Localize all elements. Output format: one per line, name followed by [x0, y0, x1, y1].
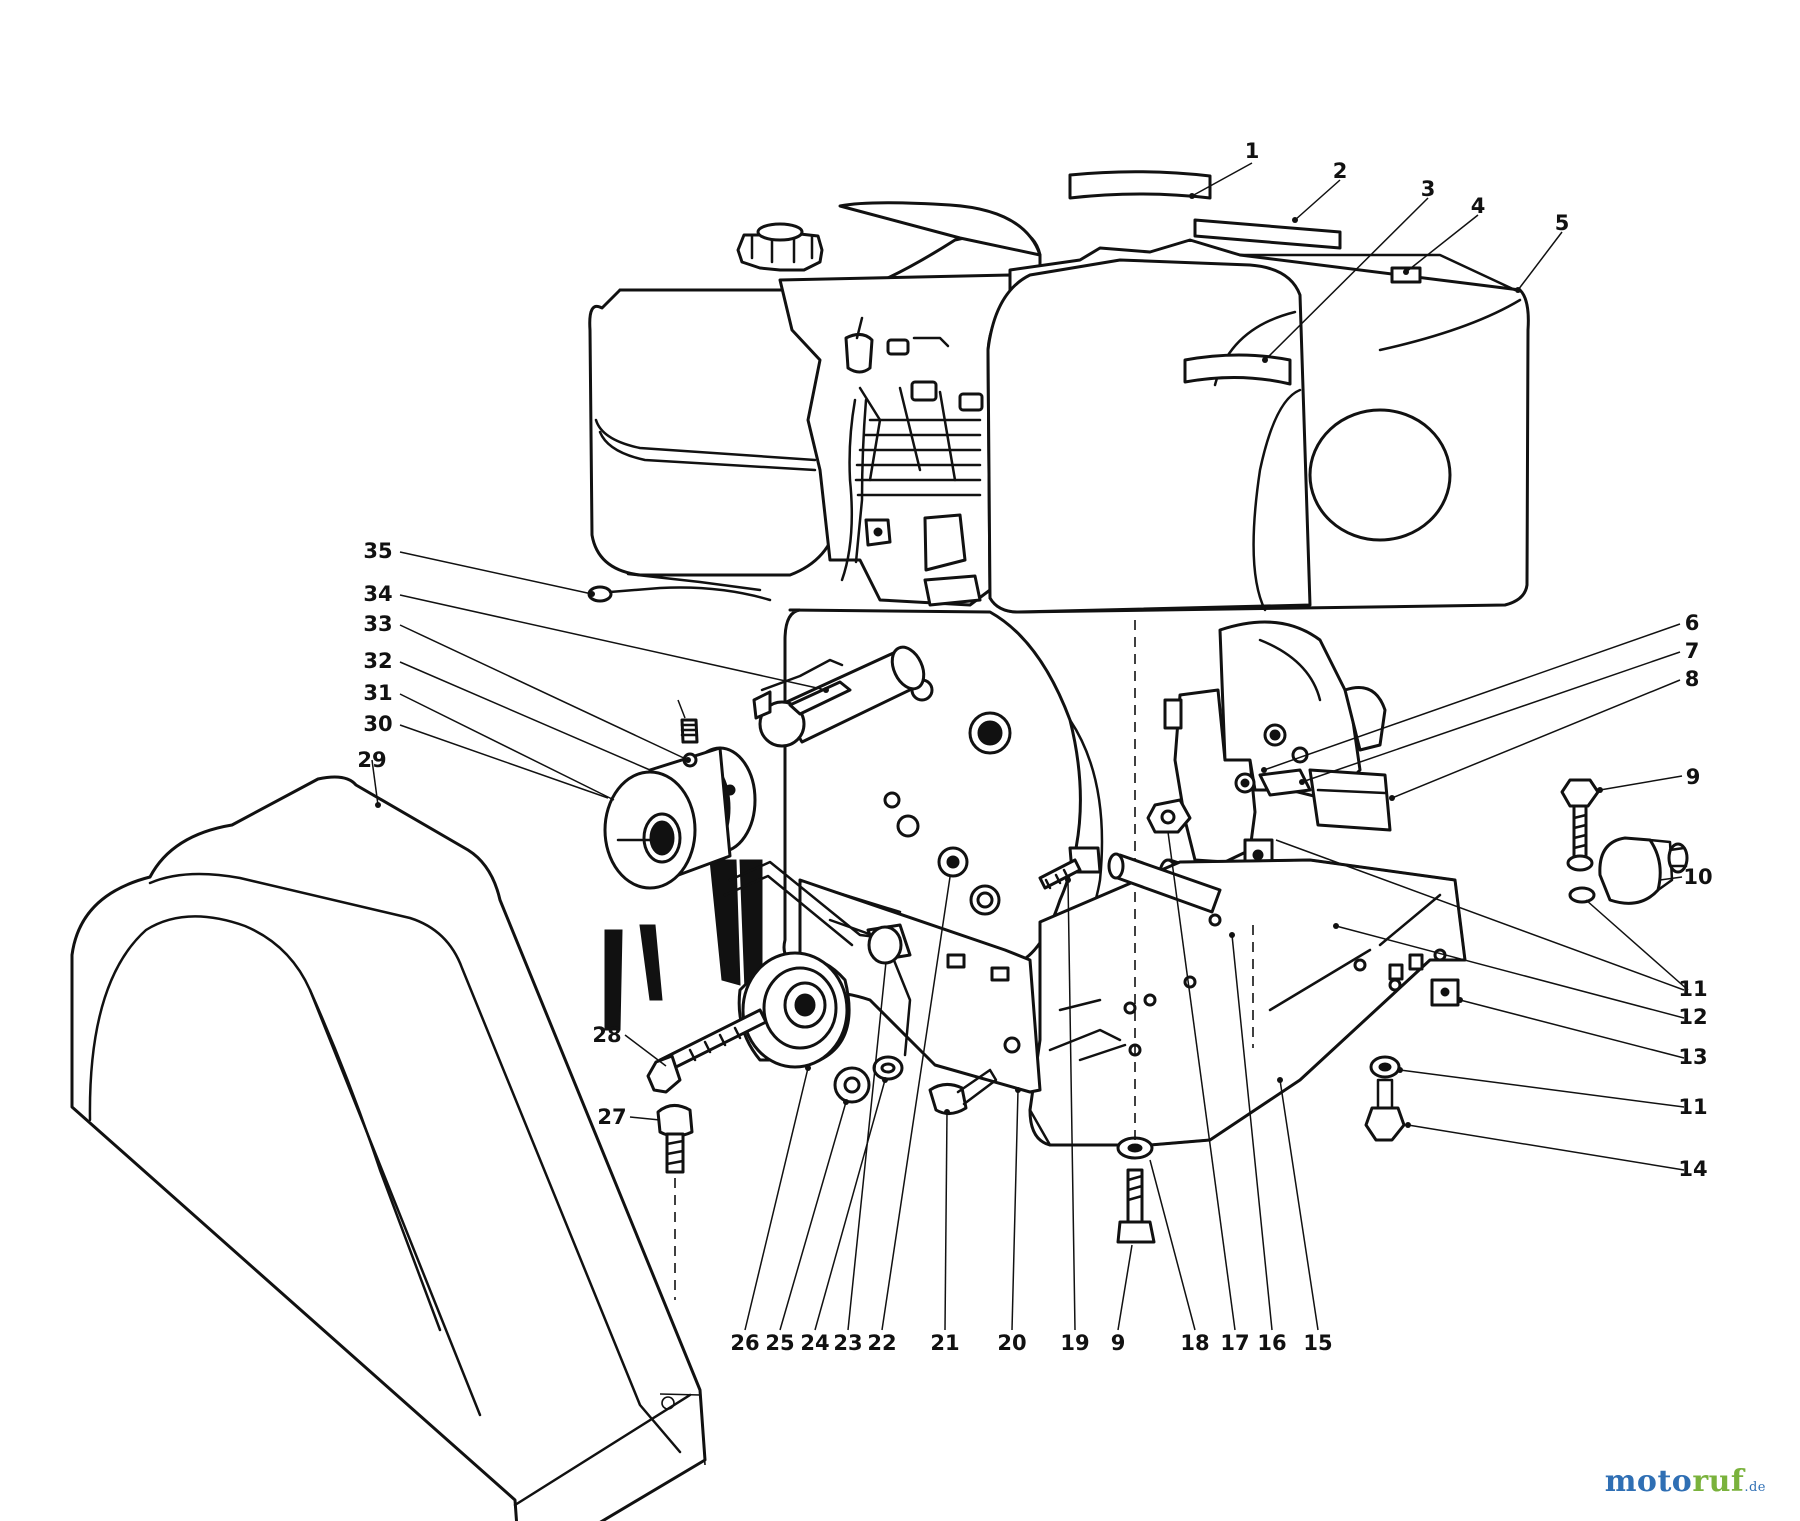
callout-14: 14 [1678, 1157, 1707, 1181]
callout-35: 35 [363, 539, 392, 563]
callout-27: 27 [597, 1105, 626, 1129]
callout-20: 20 [997, 1331, 1026, 1355]
callout-11-upper: 11 [1678, 977, 1707, 1001]
watermark-part2: ruf [1692, 1464, 1745, 1499]
crankcase-shape [752, 608, 1104, 967]
callout-1: 1 [1245, 139, 1260, 163]
base-plate-shape [1028, 858, 1467, 1147]
callout-6: 6 [1685, 611, 1700, 635]
callout-9-upper: 9 [1686, 765, 1701, 789]
callout-29: 29 [357, 748, 386, 772]
callout-9-lower: 9 [1111, 1331, 1126, 1355]
watermark-suffix: .de [1744, 1480, 1766, 1495]
callout-30: 30 [363, 712, 392, 736]
callout-2: 2 [1333, 159, 1348, 183]
callout-28: 28 [592, 1023, 621, 1047]
callout-3: 3 [1421, 177, 1436, 201]
callout-33: 33 [363, 612, 392, 636]
callout-16: 16 [1257, 1331, 1286, 1355]
drive-pulley-shape [603, 746, 763, 1031]
callout-10: 10 [1683, 865, 1712, 889]
callout-24: 24 [800, 1331, 829, 1355]
callout-labels: 1 2 3 4 5 6 7 8 9 10 11 12 13 11 14 35 3… [357, 139, 1712, 1355]
callout-5: 5 [1555, 211, 1570, 235]
fasteners-shape [587, 572, 1689, 1300]
watermark-part1: moto [1604, 1464, 1693, 1499]
belt-guard-shape [70, 775, 707, 1521]
callout-19: 19 [1060, 1331, 1089, 1355]
callout-17: 17 [1220, 1331, 1249, 1355]
callout-4: 4 [1471, 194, 1486, 218]
callout-22: 22 [867, 1331, 896, 1355]
callout-15: 15 [1303, 1331, 1332, 1355]
callout-13: 13 [1678, 1045, 1707, 1069]
idler-pulley-shape [723, 860, 912, 1069]
callout-8: 8 [1685, 667, 1700, 691]
callout-32: 32 [363, 649, 392, 673]
engine-block-shape [778, 273, 1052, 607]
callout-12: 12 [1678, 1005, 1707, 1029]
callout-11-lower: 11 [1678, 1095, 1707, 1119]
callout-23: 23 [833, 1331, 862, 1355]
callout-34: 34 [363, 582, 392, 606]
leader-lines [371, 162, 1689, 1331]
callout-18: 18 [1180, 1331, 1209, 1355]
callout-26: 26 [730, 1331, 759, 1355]
callout-7: 7 [1685, 639, 1700, 663]
engine-shroud-shape [986, 170, 1530, 614]
watermark-logo: motoruf.de [1605, 1464, 1766, 1499]
callout-31: 31 [363, 681, 392, 705]
callout-21: 21 [930, 1331, 959, 1355]
callout-25: 25 [765, 1331, 794, 1355]
